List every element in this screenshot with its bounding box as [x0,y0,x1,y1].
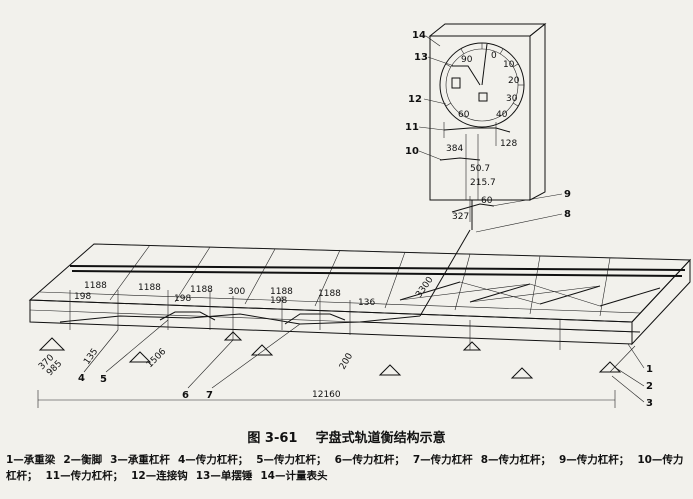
dim-50-7: 50.7 [470,164,490,174]
dim-12160: 12160 [312,390,341,400]
callout-3: 3 [646,398,653,409]
legend-item: 13—单摆锤 [195,470,253,482]
legend-item: 4—传力杠杆； [177,454,249,466]
dial-0: 0 [491,51,497,61]
legend-item: 5—传力杠杆； [256,454,327,466]
callouts: 14 13 12 11 10 9 8 1 2 3 4 5 6 7 [78,30,653,409]
dim-135: 135 [82,347,100,367]
dim-384: 384 [446,144,463,154]
dim-1188: 1188 [270,287,293,297]
figure-title: 字盘式轨道衡结构示意 [315,431,446,446]
legend-item: 3—承重杠杆 [110,454,170,466]
legend-item: 2—衡脚 [63,454,103,466]
legend-item: 1—承重梁 [6,454,56,466]
dim-136: 136 [358,298,375,308]
scale-feet [38,331,636,379]
hangers [69,290,561,350]
dim-198: 198 [74,292,91,302]
overall-length-dimension: 12160 [37,390,616,408]
indicator-head: 90 0 10 20 30 40 60 384 128 50.7 215.7 [428,22,547,201]
dim-60: 60 [481,196,493,206]
callout-7: 7 [206,390,213,401]
dim-128: 128 [500,139,517,149]
callout-1: 1 [646,364,653,375]
legend-item: 11—传力杠杆； [45,470,124,482]
dim-327: 327 [452,212,469,222]
dim-1188: 1188 [190,285,213,295]
dim-200: 200 [338,351,355,371]
dim-300: 300 [228,287,245,297]
rail-scale-diagram: 1188 198 1188 198 1188 300 1188 198 1188… [28,22,692,409]
legend-item: 10—传力杠杆； [6,454,684,482]
callout-13: 13 [414,52,428,63]
dial-40: 40 [496,110,508,120]
legend: 1—承重梁 2—衡脚 3—承重杠杆 4—传力杠杆； 5—传力杠杆； 6—传力杠杆； 7—传力… [6,452,688,484]
callout-8: 8 [564,209,571,220]
dim-198: 198 [270,296,287,306]
platform-dimensions: 1188 198 1188 198 1188 300 1188 198 1188… [37,275,436,378]
legend-item: 8—传力杠杆； [480,454,551,466]
dial-90: 90 [461,55,473,65]
callout-9: 9 [564,189,571,200]
dim-1188: 1188 [318,289,341,299]
legend-item: 12—连接钩 [131,470,188,482]
callout-5: 5 [100,374,107,385]
callout-12: 12 [408,94,422,105]
figure-number: 图 3-61 [247,431,298,446]
dial-30: 30 [506,94,518,104]
legend-item: 7—传力杠杆 [412,454,473,466]
dim-1506: 1506 [145,347,168,370]
dim-1188: 1188 [84,281,107,291]
dim-1188: 1188 [138,283,161,293]
callout-14: 14 [412,30,426,41]
dim-198: 198 [174,294,191,304]
lever-system [59,229,641,333]
callout-10: 10 [405,146,419,157]
callout-4: 4 [78,373,85,384]
callout-2: 2 [646,381,653,392]
callout-6: 6 [182,390,189,401]
callout-11: 11 [405,122,419,133]
weighing-platform [28,243,692,323]
legend-item: 9—传力杠杆； [559,454,630,466]
dial-10: 10 [503,60,515,70]
load-bearing-beam [29,258,691,346]
dial-20: 20 [508,76,520,86]
legend-item: 14—计量表头 [260,470,328,482]
legend-item: 6—传力杠杆； [334,454,405,466]
connecting-linkage: 60 327 [451,196,495,230]
figure-caption: 图 3-61 字盘式轨道衡结构示意 [0,427,693,446]
dial-60: 60 [458,110,470,120]
dim-215-7: 215.7 [470,178,496,188]
